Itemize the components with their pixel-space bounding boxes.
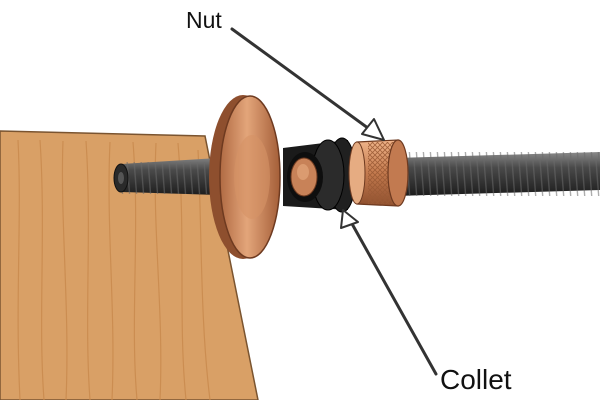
fence-disc <box>209 95 281 259</box>
beam-rod-right <box>395 152 600 196</box>
collet <box>283 137 357 213</box>
collet-label: Collet <box>440 364 512 395</box>
nut <box>348 139 409 207</box>
collet-arrow <box>340 209 438 376</box>
nut-label: Nut <box>186 7 222 33</box>
nut-arrow <box>230 27 385 141</box>
